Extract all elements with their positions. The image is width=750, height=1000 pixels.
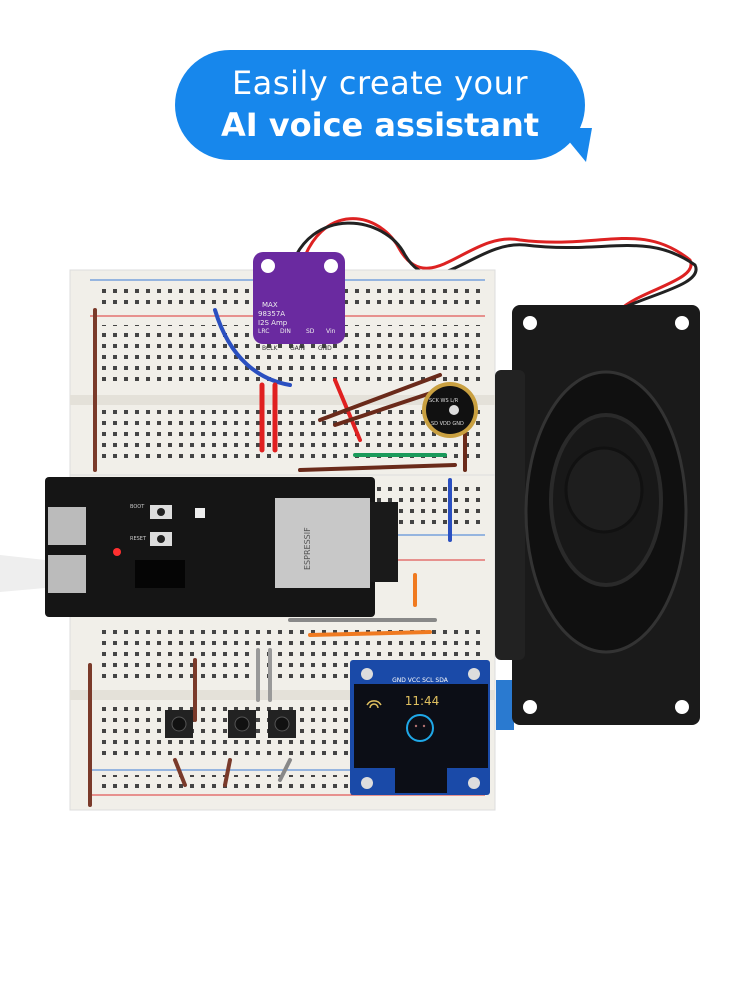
amp-pin-label: LRC [258, 328, 269, 335]
wifi-icon [366, 700, 382, 709]
breadboard-upper [69, 269, 496, 476]
oled-pin-labels: GND VCC SCL SDA [392, 677, 449, 684]
reset-label: RESET [130, 536, 147, 542]
amp-pin-label: BCLK [262, 345, 279, 352]
amp-pin-label: SD [306, 328, 315, 335]
headline-line-2: AI voice assistant [220, 106, 540, 144]
jumper-wires [88, 308, 467, 807]
esp32-dev-board: BOOT RESET ESPRESSIF [0, 477, 398, 617]
power-led [113, 548, 121, 556]
usb-cable [0, 555, 45, 592]
amp-type: I2S Amp [258, 319, 288, 327]
amp-pin-label: Vin [326, 328, 336, 335]
mic-label-top: SCK WS L/R [429, 398, 459, 404]
amp-name: MAX [262, 301, 278, 309]
oled-display: GND VCC SCL SDA 11:44 [350, 660, 514, 795]
speaker [495, 305, 700, 725]
i2s-amplifier-module: MAX 98357A I2S Amp LRC DIN SD Vin BCLK G… [253, 252, 345, 352]
amp-model: 98357A [258, 310, 285, 318]
face-icon [406, 714, 434, 742]
tactile-buttons [165, 710, 296, 738]
speaker-wire-black [288, 221, 698, 314]
speaker-wire-red [298, 217, 693, 312]
amp-pin-label: GAIN [290, 345, 305, 352]
headline-bubble: Easily create your AI voice assistant [175, 50, 585, 160]
mic-label-bottom: SD VDD GND [431, 421, 464, 427]
headline-line-1: Easily create your [231, 64, 529, 102]
i2s-microphone-module: SCK WS L/R SD VDD GND [422, 382, 478, 438]
boot-label: BOOT [130, 504, 145, 510]
amp-pin-label: GND [318, 345, 332, 352]
esp-brand: ESPRESSIF [303, 527, 312, 570]
oled-time: 11:44 [405, 694, 440, 708]
amp-pin-label: DIN [280, 328, 291, 335]
